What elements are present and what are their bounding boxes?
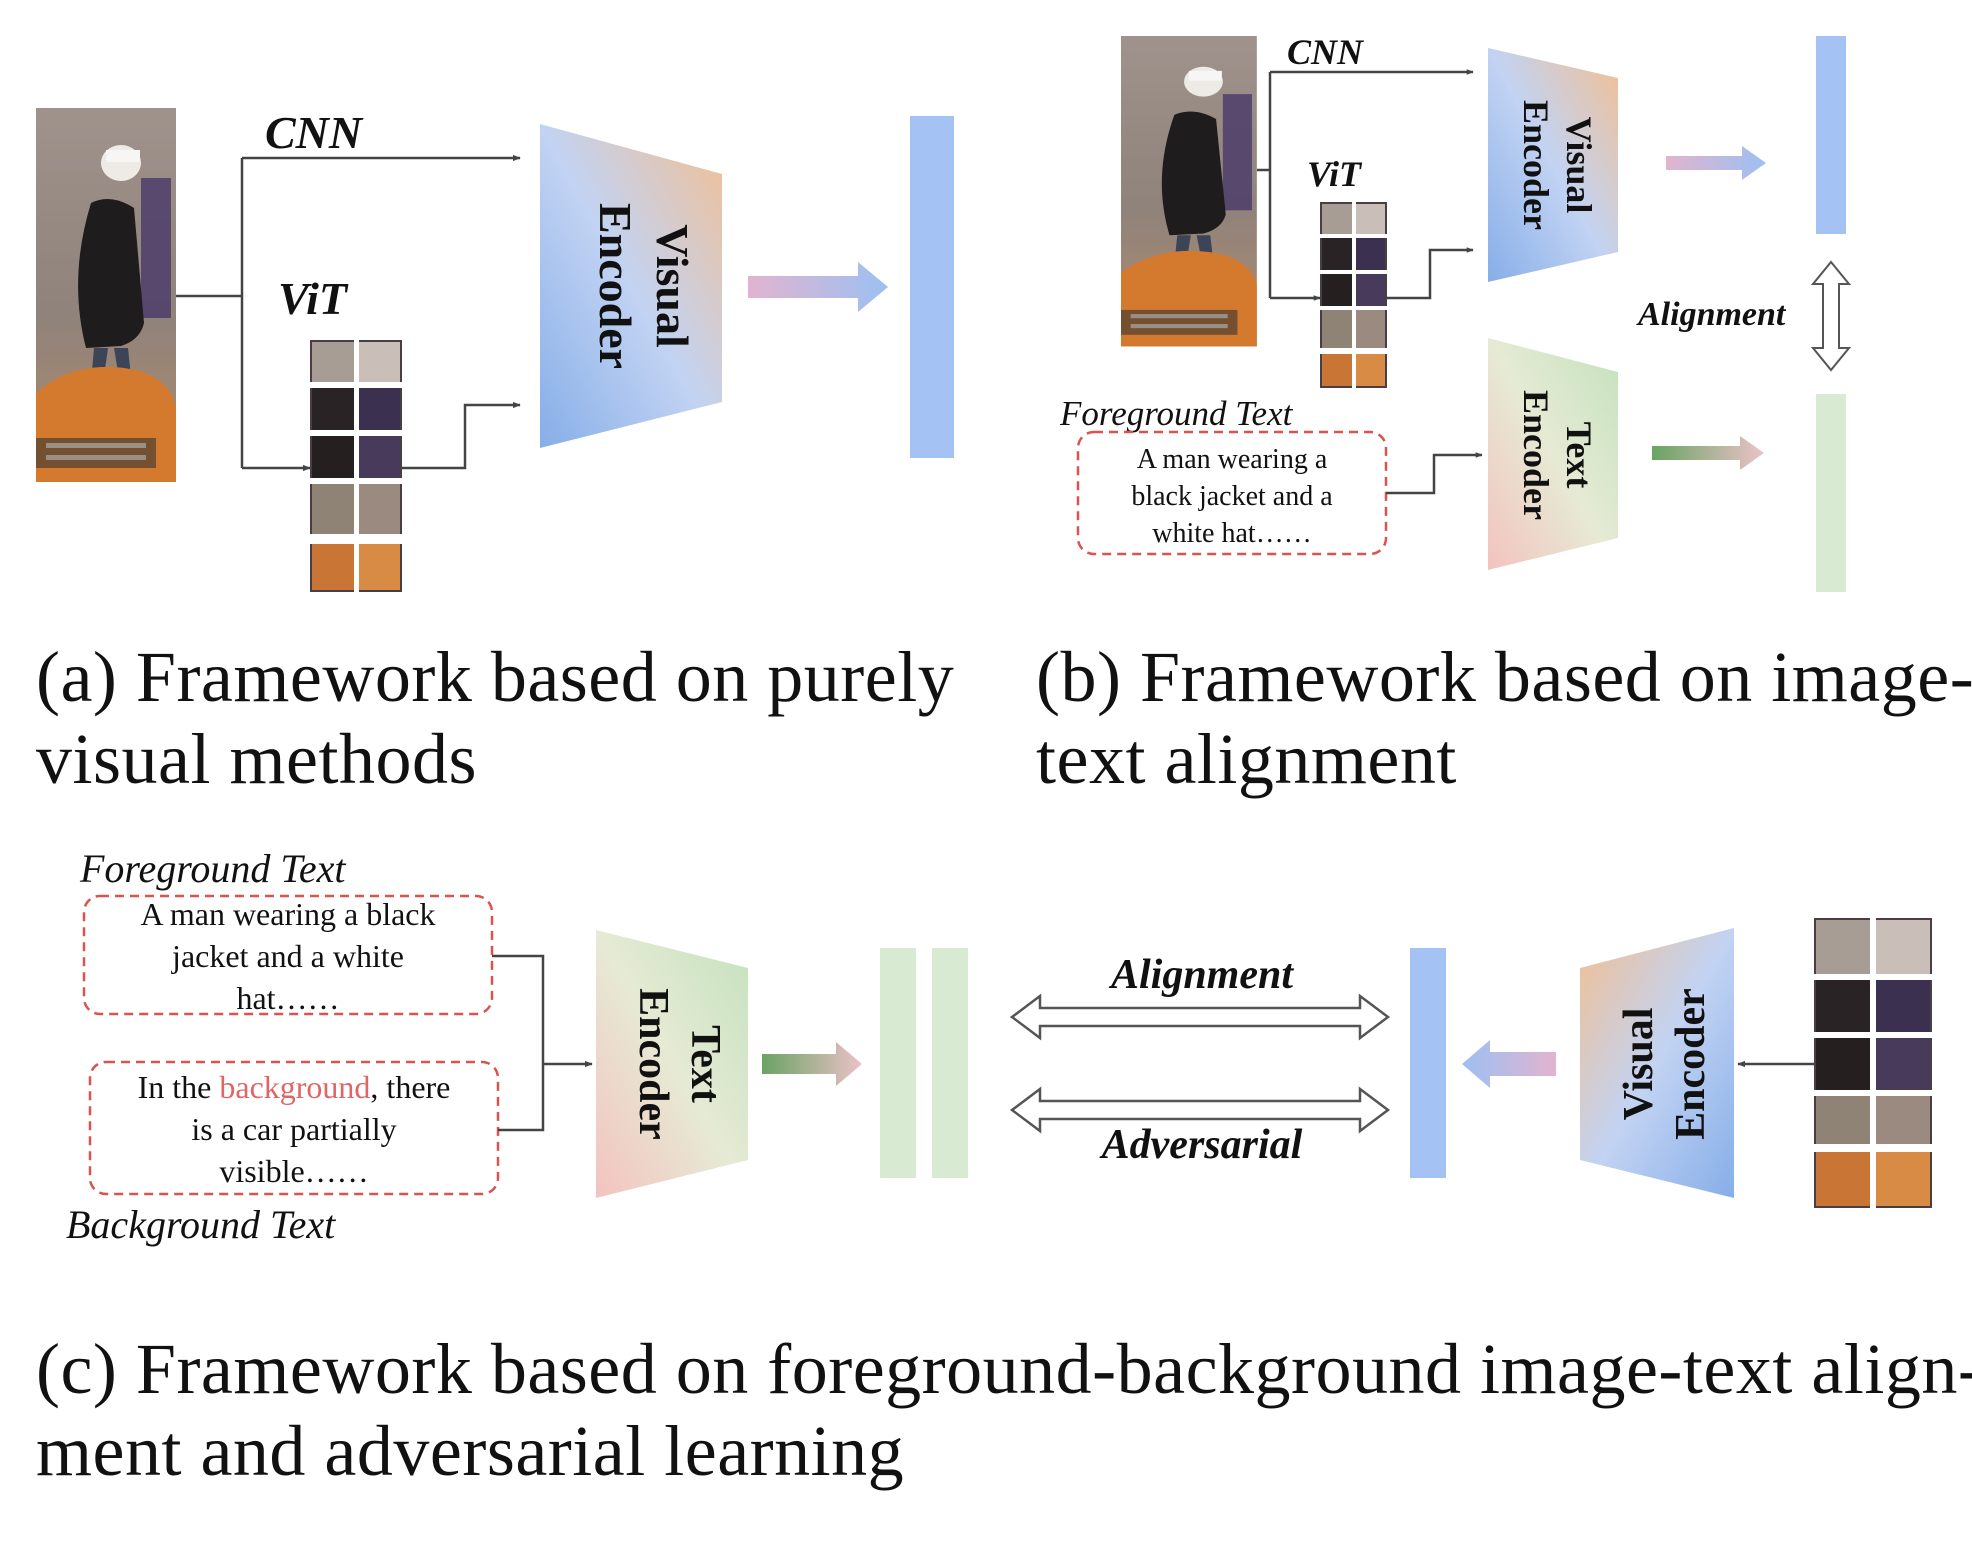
text-encoder <box>596 930 748 1198</box>
visual-encoder-label-2: Encoder <box>1516 100 1556 230</box>
visual-encoder-label-1: Visual <box>1559 117 1599 214</box>
visual-feature-bar <box>1410 948 1446 1178</box>
visual-encoder <box>540 124 722 448</box>
caption-a-line-1: (a) Framework based on purely <box>36 637 955 717</box>
adversarial-label: Adversarial <box>1099 1122 1303 1168</box>
vit-patch-grid <box>1814 918 1932 1208</box>
alignment-double-arrow <box>1810 260 1852 372</box>
caption-c-line-1: (c) Framework based on foreground-backgr… <box>36 1329 1972 1409</box>
caption-a-line-2: visual methods <box>36 719 477 799</box>
text-encoder <box>1488 338 1618 570</box>
person-image <box>1121 36 1257 347</box>
visual-feature-bar <box>1816 36 1846 234</box>
text-connector <box>1386 452 1483 495</box>
text-output-arrow <box>762 1042 862 1086</box>
cnn-label: CNN <box>265 107 364 158</box>
panel-b: CNN ViT Visual Encoder Alignment <box>1059 32 1852 592</box>
visual-encoder-label-1: Visual <box>1616 1008 1662 1121</box>
output-arrow <box>748 262 888 312</box>
caption-c: (c) Framework based on foreground-backgr… <box>36 1328 1972 1492</box>
foreground-text-title: Foreground Text <box>79 846 346 891</box>
cnn-label: CNN <box>1287 32 1365 72</box>
person-image <box>36 108 176 482</box>
visual-encoder-label-2: Encoder <box>1668 988 1714 1140</box>
foreground-feature-bar <box>880 948 916 1178</box>
text-feature-bar <box>1816 394 1846 592</box>
vit-label: ViT <box>278 273 349 324</box>
text-output-arrow <box>1652 436 1764 470</box>
visual-encoder <box>1488 48 1618 282</box>
visual-encoder-label-1: Visual <box>647 224 698 348</box>
visual-output-arrow <box>1462 1040 1556 1088</box>
vit-patch-grid <box>310 340 402 592</box>
background-text-line-3: visible…… <box>219 1153 368 1189</box>
foreground-text-line-3: white hat…… <box>1152 518 1311 549</box>
vit-patch-grid <box>1320 202 1387 388</box>
background-highlight-word: background <box>219 1069 370 1105</box>
background-text-title: Background Text <box>66 1202 336 1247</box>
background-text-box <box>88 1060 500 1196</box>
alignment-label: Alignment <box>1108 952 1294 998</box>
alignment-label: Alignment <box>1636 296 1787 333</box>
foreground-text-line-1: A man wearing a <box>1137 444 1328 475</box>
foreground-text-line-2: jacket and a white <box>171 938 404 974</box>
caption-b-line-1: (b) Framework based on image- <box>1036 637 1972 717</box>
visual-encoder-label-2: Encoder <box>590 203 641 369</box>
background-feature-bar <box>932 948 968 1178</box>
caption-c-line-2: ment and adversarial learning <box>36 1411 905 1491</box>
panel-c: Foreground Text A man wearing a black ja… <box>66 846 1932 1247</box>
visual-output-arrow <box>1666 146 1766 180</box>
text-encoder-label-1: Text <box>682 1025 728 1103</box>
foreground-text-line-3: hat…… <box>236 980 339 1016</box>
background-text-line-2: is a car partially <box>191 1111 396 1147</box>
foreground-text-line-2: black jacket and a <box>1131 481 1333 512</box>
alignment-double-arrow <box>1009 993 1391 1041</box>
vit-label: ViT <box>1307 154 1363 194</box>
background-text-line-1: In the background, there <box>138 1069 451 1105</box>
adversarial-double-arrow <box>1009 1086 1391 1134</box>
text-connector <box>492 954 593 1132</box>
input-connector <box>1257 69 1474 301</box>
caption-a: (a) Framework based on purely visual met… <box>36 636 954 800</box>
foreground-text-title: Foreground Text <box>1059 394 1294 433</box>
visual-feature-bar <box>910 116 954 458</box>
foreground-text-line-1: A man wearing a black <box>141 896 436 932</box>
panel-a: CNN ViT Visual Encoder <box>36 107 954 592</box>
text-encoder-label-2: Encoder <box>630 988 676 1140</box>
text-encoder-label-1: Text <box>1559 422 1599 489</box>
caption-b: (b) Framework based on image- text align… <box>1036 636 1972 800</box>
input-connector <box>176 154 521 472</box>
text-encoder-label-2: Encoder <box>1516 390 1556 520</box>
visual-encoder <box>1580 928 1734 1198</box>
caption-b-line-2: text alignment <box>1036 719 1457 799</box>
